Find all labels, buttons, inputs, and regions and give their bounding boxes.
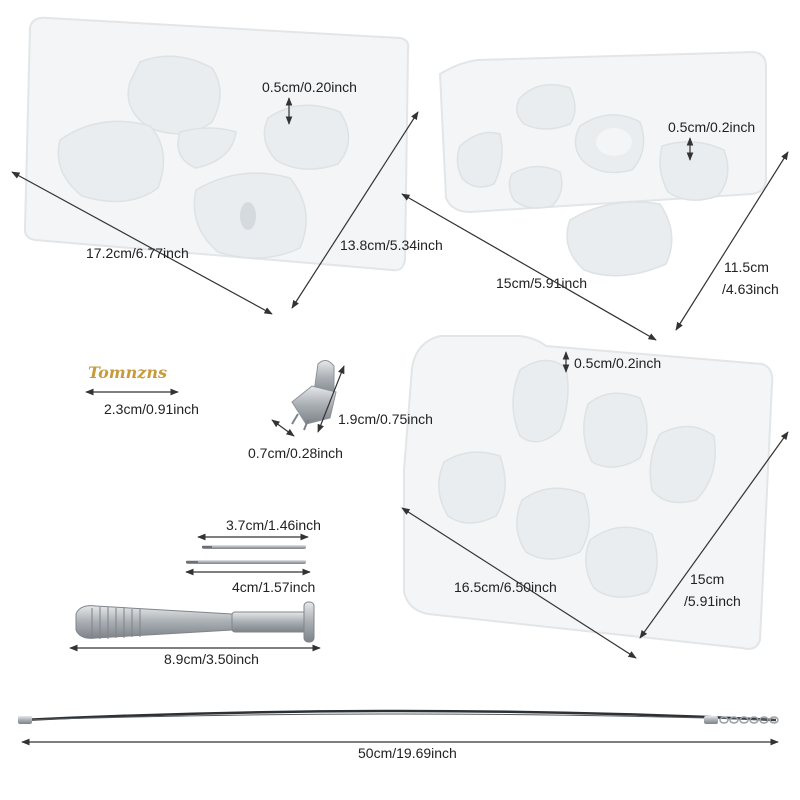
- drill-bit-short-label: 3.7cm/1.46inch: [226, 517, 321, 533]
- drill-bit-short: [202, 545, 306, 549]
- mold-1-cavity: [57, 120, 165, 203]
- mold-2-depth-label: 0.5cm/0.2inch: [668, 119, 755, 135]
- bail-width-label: 0.7cm/0.28inch: [248, 445, 343, 461]
- mold-2-height-label-line1: 11.5cm: [724, 259, 769, 275]
- gold-logo-text: Tomnzns: [88, 363, 167, 382]
- mold-3-cavity: [583, 392, 648, 468]
- cord-length-label: 50cm/19.69inch: [358, 745, 457, 761]
- hand-drill-length-label: 8.9cm/3.50inch: [164, 651, 259, 667]
- gold-logo-tag: Tomnzns: [88, 363, 167, 382]
- mold-3-height-label-line1: 15cm: [690, 571, 724, 587]
- mold-2: [438, 50, 767, 277]
- mold-3-height-label-line2: /5.91inch: [684, 593, 741, 609]
- mold-2-cavity: [456, 131, 503, 188]
- hand-drill: [75, 601, 315, 643]
- bail-height-label: 1.9cm/0.75inch: [338, 411, 433, 427]
- mold-2-height-line: [675, 151, 789, 331]
- bail-width-line: [271, 419, 295, 437]
- mold-3-cavity: [585, 526, 658, 598]
- mold-1-width-line: [11, 171, 273, 315]
- mold-3-width-line: [401, 507, 637, 659]
- pendant-bail: [291, 360, 337, 431]
- mold-3-cavity: [512, 359, 569, 443]
- drill-bit-long-label: 4cm/1.57inch: [232, 579, 315, 595]
- mold-1-depth-label: 0.5cm/0.20inch: [262, 79, 357, 95]
- mold-1-cavity: [127, 55, 221, 135]
- mold-2-cavity: [566, 201, 673, 277]
- bail-height-line: [317, 365, 345, 433]
- mold-1-height-line: [291, 111, 419, 309]
- mold-1-cavity: [177, 127, 237, 169]
- mold-2-cavity: [516, 83, 576, 130]
- mold-1-cavity: [263, 104, 350, 170]
- mold-3-cavity: [516, 487, 590, 560]
- mold-2-cavity: [508, 165, 563, 209]
- mold-1-height-label: 13.8cm/5.34inch: [340, 237, 443, 253]
- mold-3-cavity: [438, 451, 506, 524]
- mold-2-height-label-line2: /4.63inch: [722, 281, 779, 297]
- mold-3-height-line: [639, 431, 789, 639]
- tag-width-label: 2.3cm/0.91inch: [104, 401, 199, 417]
- mold-2-cavity: [596, 128, 632, 156]
- drill-bit-long: [186, 560, 306, 564]
- mold-3-width-label: 16.5cm/6.50inch: [454, 579, 557, 595]
- mold-1: [23, 16, 410, 272]
- cord-necklace: [18, 709, 779, 724]
- mold-2-width-label: 15cm/5.91inch: [496, 275, 587, 291]
- mold-2-width-line: [401, 193, 657, 341]
- mold-3-depth-label: 0.5cm/0.2inch: [574, 355, 661, 371]
- mold-2-cavity: [659, 141, 729, 201]
- mold-1-width-label: 17.2cm/6.77inch: [86, 245, 189, 261]
